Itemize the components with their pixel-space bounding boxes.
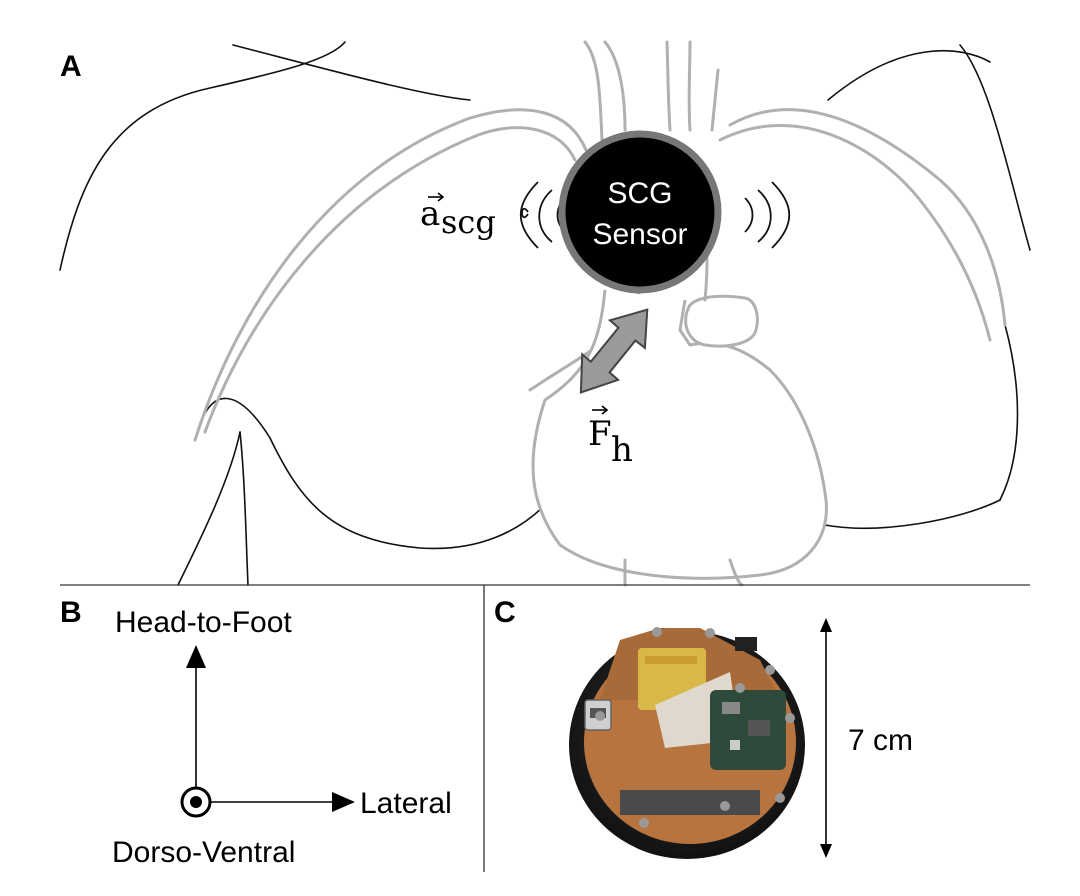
force-subscript: h [611, 430, 633, 470]
head-to-foot-label: Head-to-Foot [115, 606, 292, 639]
sensor-vibration-waves [519, 181, 791, 249]
out-of-plane-axis-icon [180, 786, 212, 818]
sensor-label-line2: Sensor [592, 218, 687, 251]
panel-b-label: B [60, 596, 82, 629]
sensor-device-photo [569, 627, 805, 859]
heart-force-arrow [579, 308, 649, 394]
heart-and-vessels [193, 40, 1007, 587]
acceleration-symbol: a [420, 194, 440, 234]
panel-a-label: A [60, 50, 82, 83]
force-label: F h [588, 405, 633, 470]
head-to-foot-arrowhead [186, 645, 206, 668]
acceleration-subscript: scg [441, 203, 496, 241]
lateral-arrowhead [332, 792, 355, 812]
panel-c-label: C [494, 596, 516, 629]
lateral-label: Lateral [360, 787, 452, 820]
size-label: 7 cm [848, 724, 913, 757]
size-indicator-arrow [820, 618, 832, 858]
sensor-label-line1: SCG [607, 177, 672, 210]
acceleration-label: a scg [420, 192, 496, 241]
torso-outline [59, 41, 1031, 586]
dorso-ventral-label: Dorso-Ventral [112, 836, 295, 869]
scg-sensor: SCG Sensor [558, 130, 722, 294]
force-symbol: F [588, 414, 612, 454]
